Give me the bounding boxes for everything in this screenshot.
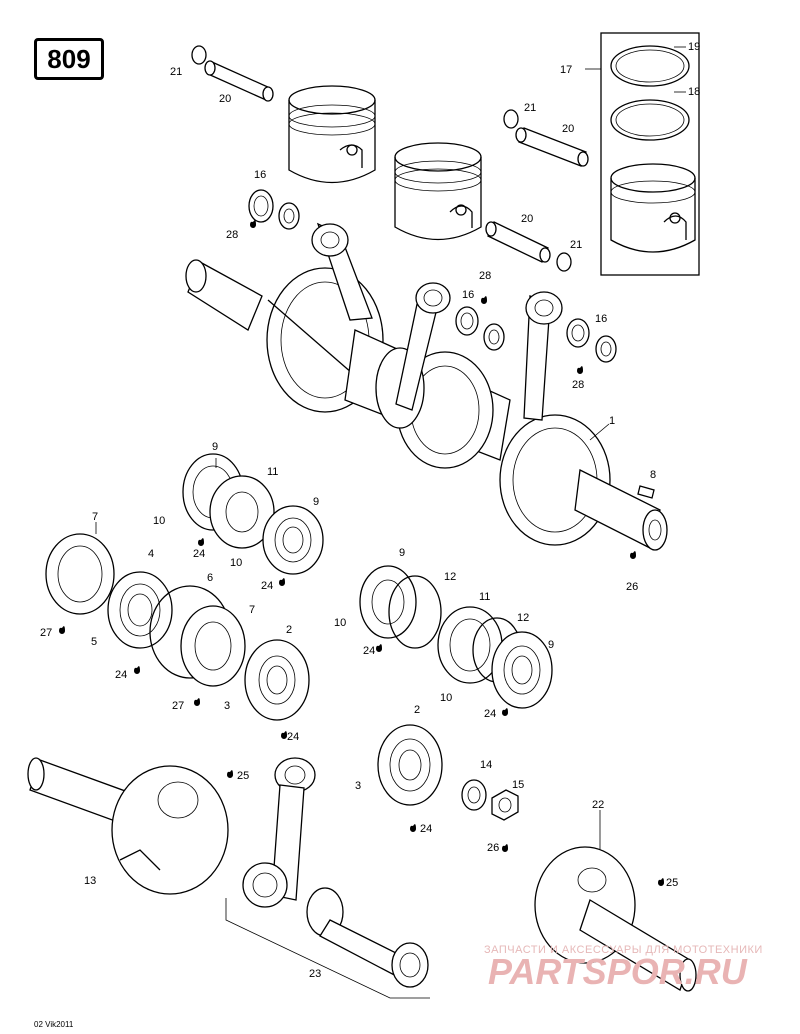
bearing-group-middle <box>359 565 553 709</box>
label-16: 16 <box>462 289 474 301</box>
piston-assembly-left <box>191 45 376 184</box>
label-26: 26 <box>626 581 638 593</box>
label-12: 12 <box>444 571 456 583</box>
label-2: 2 <box>286 624 292 636</box>
needle-bearing-right <box>566 318 617 363</box>
watermark-logo-text: PARTSPOR.RU <box>488 951 748 990</box>
label-16: 16 <box>254 169 266 181</box>
connecting-rod-23 <box>225 757 430 999</box>
label-22: 22 <box>592 799 604 811</box>
label-24: 24 <box>484 708 496 720</box>
label-20: 20 <box>562 123 574 135</box>
label-3: 3 <box>355 780 361 792</box>
crank-half-22 <box>534 846 697 992</box>
needle-bearing-middle <box>455 306 505 351</box>
label-17: 17 <box>560 64 572 76</box>
piston-assembly-right <box>503 32 700 276</box>
label-6: 6 <box>207 572 213 584</box>
label-11: 11 <box>479 591 490 603</box>
label-5: 5 <box>91 636 97 648</box>
part-labels: 21 20 17 19 18 21 20 16 28 20 21 28 16 1… <box>40 41 700 980</box>
label-24: 24 <box>261 580 273 592</box>
label-25: 25 <box>666 877 678 889</box>
label-24: 24 <box>420 823 432 835</box>
label-24: 24 <box>363 645 375 657</box>
piston-assembly-middle <box>394 142 572 272</box>
label-4: 4 <box>148 548 154 560</box>
bearing-group-upper-left <box>182 453 324 575</box>
label-10: 10 <box>440 692 452 704</box>
label-9: 9 <box>313 496 319 508</box>
label-20: 20 <box>521 213 533 225</box>
label-14: 14 <box>480 759 492 771</box>
label-7: 7 <box>92 511 98 523</box>
watermark-logo: PARTSPOR.RU <box>488 951 748 990</box>
label-9: 9 <box>399 547 405 559</box>
label-19: 19 <box>688 41 700 53</box>
label-23: 23 <box>309 968 321 980</box>
label-20: 20 <box>219 93 231 105</box>
label-1: 1 <box>609 415 615 427</box>
label-21: 21 <box>170 66 182 78</box>
bearing-group-left <box>45 533 310 721</box>
label-27: 27 <box>172 700 184 712</box>
label-24: 24 <box>193 548 205 560</box>
label-12: 12 <box>517 612 529 624</box>
lubricant-markers <box>59 220 664 886</box>
label-24: 24 <box>287 731 299 743</box>
label-28: 28 <box>479 270 491 282</box>
drawing-code: 02 Vik2011 <box>34 1020 74 1029</box>
label-8: 8 <box>650 469 656 481</box>
label-2: 2 <box>414 704 420 716</box>
label-28: 28 <box>572 379 584 391</box>
label-10: 10 <box>153 515 165 527</box>
page-number-badge: 809 <box>34 38 104 80</box>
label-9: 9 <box>548 639 554 651</box>
needle-bearing-left <box>248 189 300 230</box>
label-16: 16 <box>595 313 607 325</box>
label-10: 10 <box>334 617 346 629</box>
label-15: 15 <box>512 779 524 791</box>
label-9: 9 <box>212 441 218 453</box>
label-27: 27 <box>40 627 52 639</box>
label-28: 28 <box>226 229 238 241</box>
crank-half-13 <box>27 757 229 895</box>
leader-lines <box>95 46 686 850</box>
crankshaft <box>185 222 668 551</box>
label-13: 13 <box>84 875 96 887</box>
label-24: 24 <box>115 669 127 681</box>
bearing-group-lower <box>377 724 519 821</box>
label-26: 26 <box>487 842 499 854</box>
watermark-text: ЗАПЧАСТИ И АКСЕССУАРЫ ДЛЯ МОТОТЕХНИКИ <box>484 944 763 956</box>
label-3: 3 <box>224 700 230 712</box>
label-21: 21 <box>570 239 582 251</box>
label-18: 18 <box>688 86 700 98</box>
label-7: 7 <box>249 604 255 616</box>
label-11: 11 <box>267 466 278 478</box>
label-25: 25 <box>237 770 249 782</box>
label-21: 21 <box>524 102 536 114</box>
label-10: 10 <box>230 557 242 569</box>
